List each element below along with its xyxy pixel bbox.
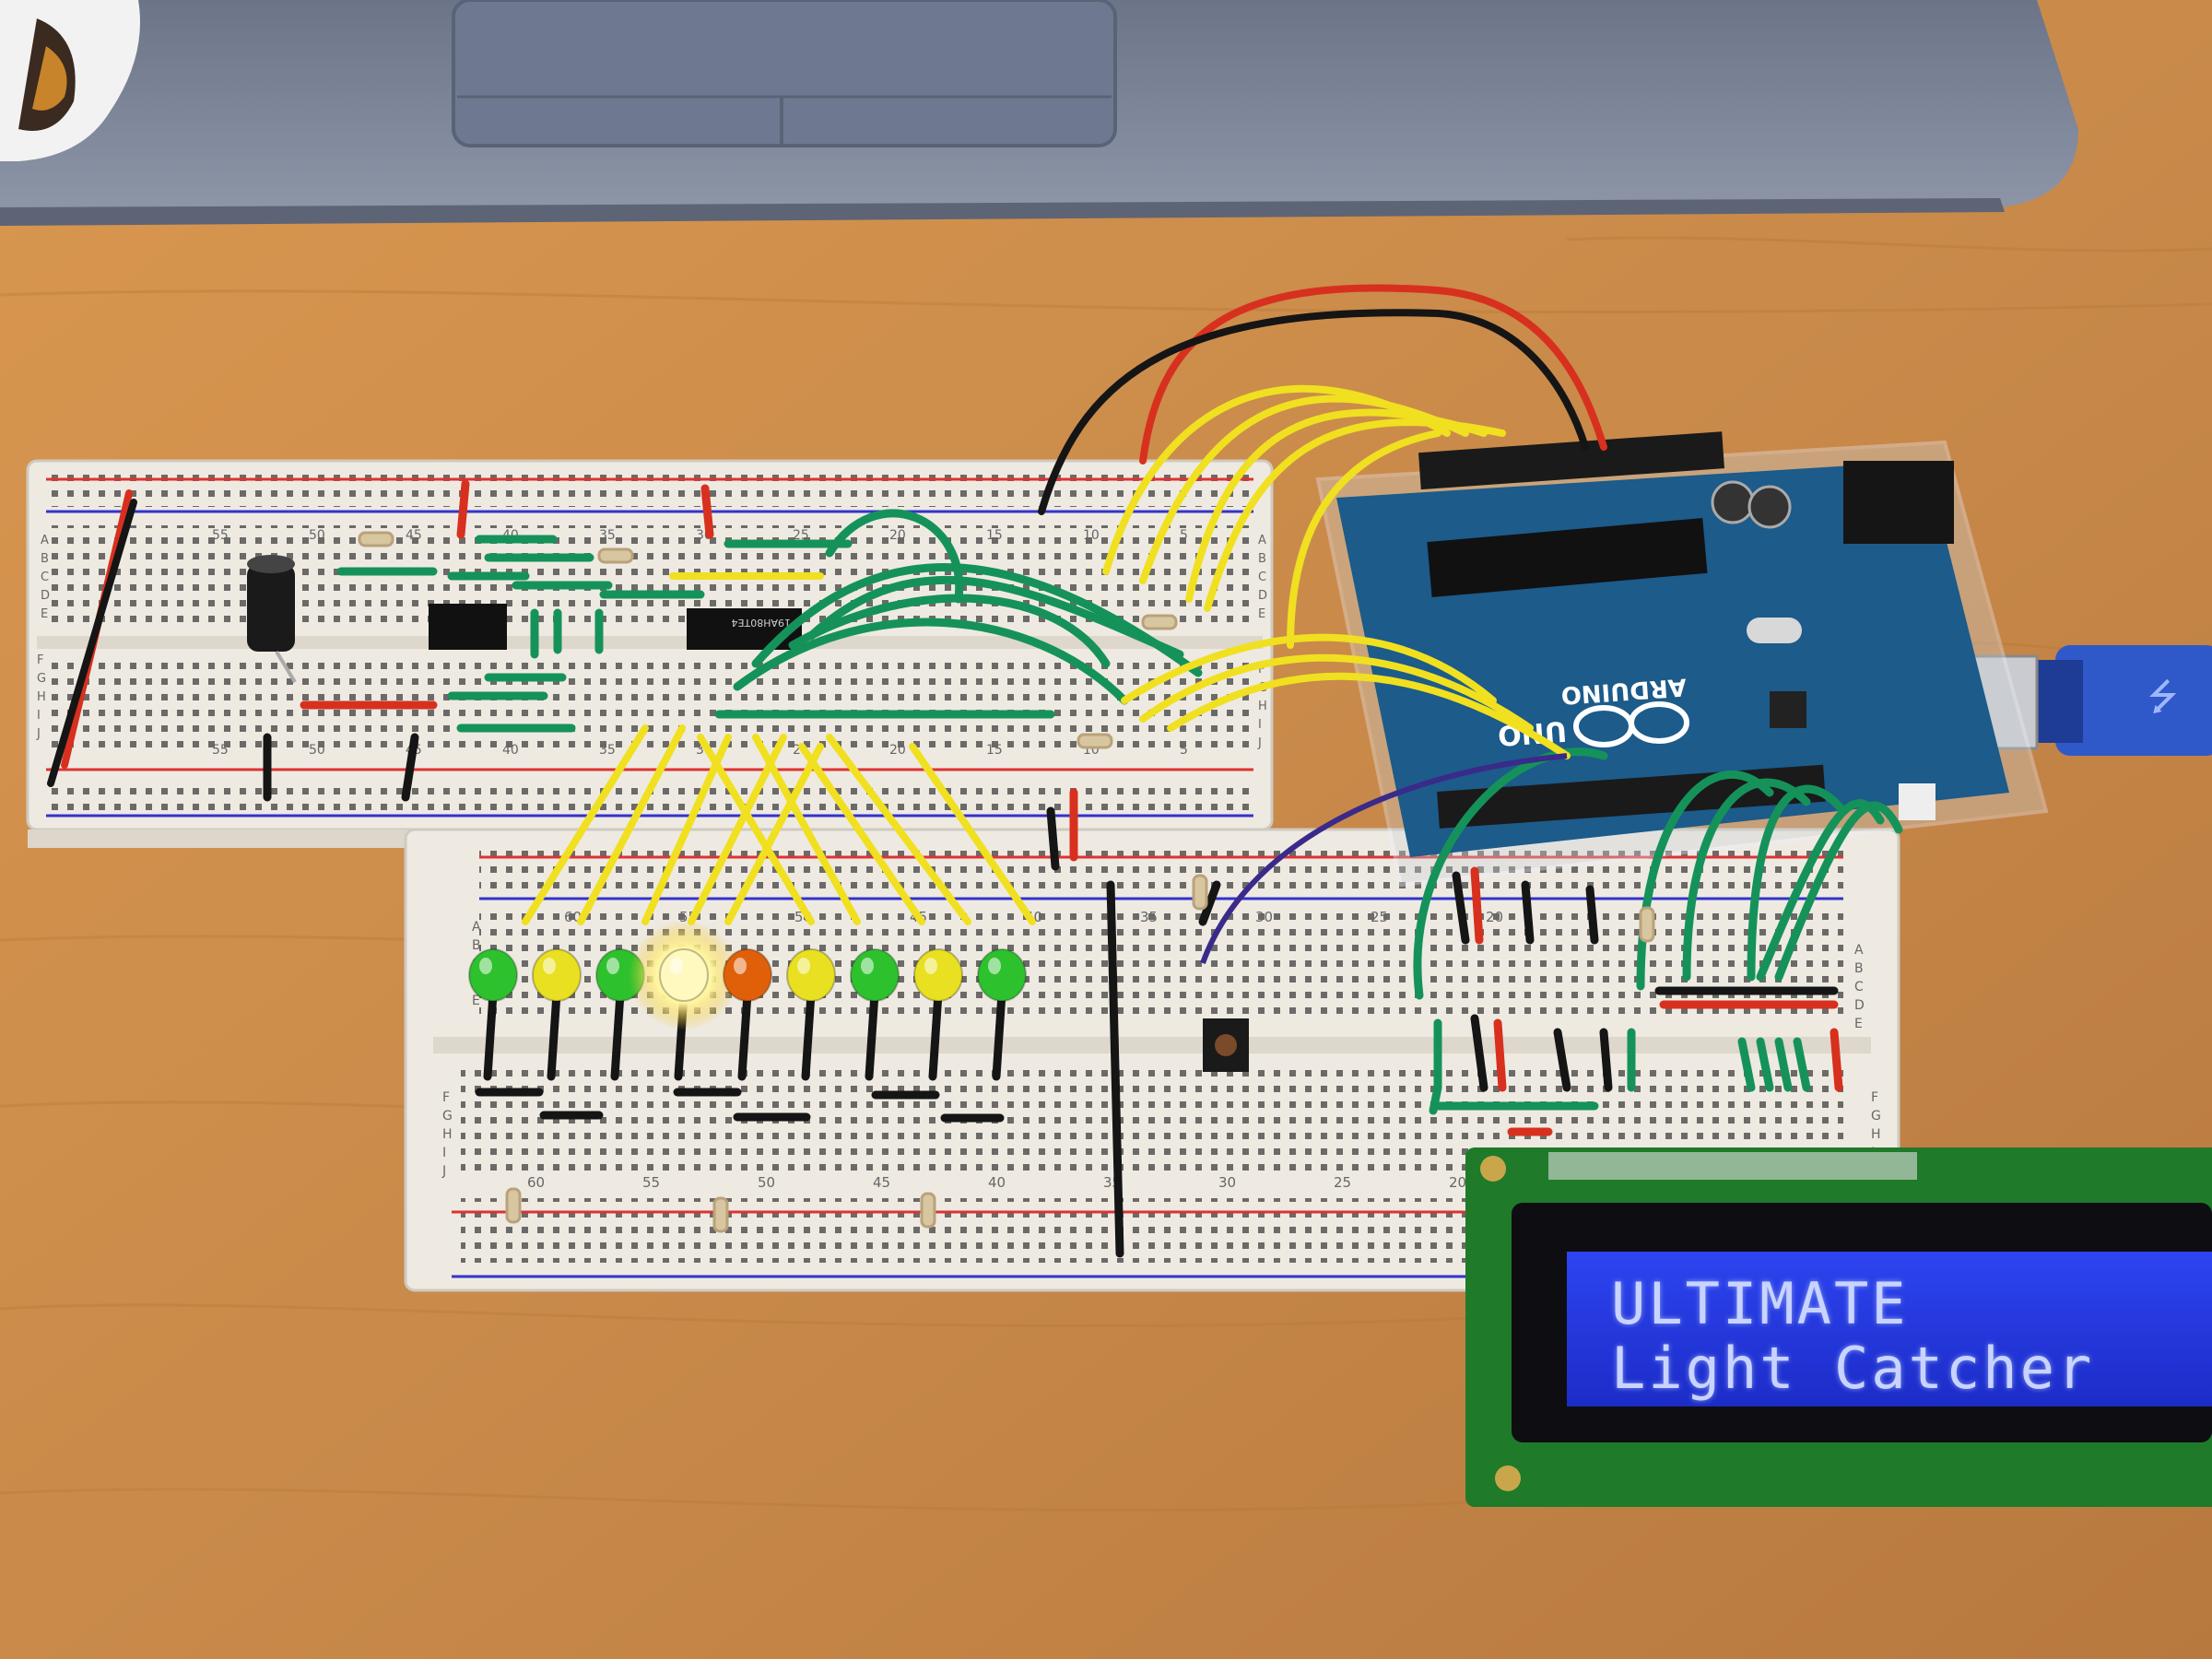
row-letter: G bbox=[37, 672, 46, 686]
row-letter: J bbox=[1257, 736, 1262, 750]
column-number: 50 bbox=[758, 1174, 775, 1191]
column-number: 50 bbox=[309, 528, 325, 543]
trackpad bbox=[452, 0, 1117, 147]
svg-text:⭍: ⭍ bbox=[2147, 677, 2178, 719]
column-number: 20 bbox=[889, 528, 906, 543]
power-wires bbox=[47, 284, 1607, 787]
column-number: 20 bbox=[1449, 1174, 1466, 1191]
column-number: 25 bbox=[1371, 909, 1388, 925]
row-letter: A bbox=[41, 534, 49, 547]
column-number: 30 bbox=[1218, 1174, 1236, 1191]
row-letter: F bbox=[1871, 1090, 1878, 1105]
row-letter: C bbox=[1258, 571, 1266, 584]
ic-chip-small bbox=[429, 604, 507, 650]
row-letter: A bbox=[1854, 943, 1864, 958]
row-letter: D bbox=[1854, 998, 1865, 1013]
column-number: 25 bbox=[1334, 1174, 1351, 1191]
row-letter: J bbox=[441, 1164, 446, 1179]
row-letter: B bbox=[472, 938, 481, 953]
row-letter: I bbox=[1258, 718, 1262, 732]
row-letter: B bbox=[1258, 552, 1266, 566]
arduino-header-top bbox=[1418, 431, 1724, 490]
led-4 bbox=[629, 920, 739, 1081]
upper-components: 19AH80TE4 bbox=[247, 555, 802, 684]
column-number: 50 bbox=[309, 743, 325, 758]
row-letter: F bbox=[37, 653, 43, 667]
row-letter: C bbox=[41, 571, 49, 584]
column-number: 15 bbox=[986, 743, 1003, 758]
column-number: 5 bbox=[1180, 528, 1188, 543]
column-number: 40 bbox=[502, 743, 519, 758]
row-letter: F bbox=[1258, 663, 1265, 677]
column-number: 20 bbox=[1486, 909, 1503, 925]
arduino-logo-icon bbox=[1573, 701, 1689, 747]
row-letter: I bbox=[37, 709, 41, 723]
lcd-line-1: ULTIMATE bbox=[1611, 1270, 1909, 1337]
led-2 bbox=[532, 948, 582, 1081]
column-number: 45 bbox=[873, 1174, 890, 1191]
row-letter: A bbox=[472, 920, 481, 935]
green-jumpers bbox=[336, 509, 1903, 1115]
led-9 bbox=[977, 948, 1027, 1081]
row-letter: E bbox=[472, 994, 480, 1008]
ic-chip-large bbox=[687, 608, 802, 650]
row-letter: F bbox=[442, 1090, 450, 1105]
column-number: 60 bbox=[527, 1174, 545, 1191]
row-letter: A bbox=[1258, 534, 1266, 547]
row-letter: D bbox=[1258, 589, 1267, 603]
push-button bbox=[1203, 1018, 1249, 1072]
row-letter: B bbox=[1854, 961, 1864, 976]
row-letter: H bbox=[442, 1127, 453, 1142]
column-number: 20 bbox=[889, 743, 906, 758]
led-row bbox=[468, 920, 1027, 1081]
led-7 bbox=[850, 948, 900, 1081]
column-number: 35 bbox=[1140, 909, 1158, 925]
column-number: 35 bbox=[599, 528, 616, 543]
column-number: 55 bbox=[212, 743, 229, 758]
led-8 bbox=[913, 948, 963, 1081]
capacitor bbox=[247, 564, 295, 652]
lcd-line-2: Light Catcher bbox=[1611, 1335, 2095, 1402]
row-letter: H bbox=[37, 690, 46, 704]
column-number: 35 bbox=[599, 743, 616, 758]
row-letter: G bbox=[442, 1109, 453, 1124]
column-number: 25 bbox=[793, 528, 809, 543]
row-letter: G bbox=[1871, 1109, 1881, 1124]
column-number: 30 bbox=[1255, 909, 1273, 925]
row-letter: J bbox=[36, 727, 41, 741]
row-letter: E bbox=[1854, 1017, 1863, 1031]
row-letter: C bbox=[1854, 980, 1864, 994]
resistors bbox=[358, 531, 1655, 1233]
row-letter: B bbox=[41, 552, 49, 566]
column-number: 10 bbox=[1083, 528, 1100, 543]
purple-wire bbox=[1200, 753, 1568, 965]
lcd-header-pins bbox=[1548, 1152, 1917, 1180]
row-letter: E bbox=[41, 607, 48, 621]
column-number: 55 bbox=[642, 1174, 660, 1191]
column-number: 40 bbox=[988, 1174, 1006, 1191]
row-letter: H bbox=[1258, 700, 1267, 713]
ic-chip-marking: 19AH80TE4 bbox=[732, 617, 791, 629]
led-6 bbox=[786, 948, 836, 1081]
row-letter: D bbox=[41, 589, 50, 603]
led-5 bbox=[723, 948, 772, 1081]
column-number: 15 bbox=[986, 528, 1003, 543]
short-jumpers bbox=[263, 479, 1843, 1258]
column-number: 5 bbox=[1180, 743, 1188, 758]
led-1 bbox=[468, 948, 518, 1081]
atmega-chip bbox=[1427, 518, 1708, 597]
row-letter: I bbox=[442, 1146, 446, 1160]
laptop bbox=[0, 0, 2078, 226]
lcd-module bbox=[1465, 1147, 2212, 1507]
row-letter: E bbox=[1258, 607, 1265, 621]
arduino-header-bottom bbox=[1437, 764, 1826, 829]
row-letter: H bbox=[1871, 1127, 1881, 1142]
yellow-jumpers bbox=[522, 384, 1571, 925]
lcd-screen bbox=[1567, 1252, 2212, 1406]
column-number: 45 bbox=[406, 528, 422, 543]
column-number: 55 bbox=[212, 528, 229, 543]
